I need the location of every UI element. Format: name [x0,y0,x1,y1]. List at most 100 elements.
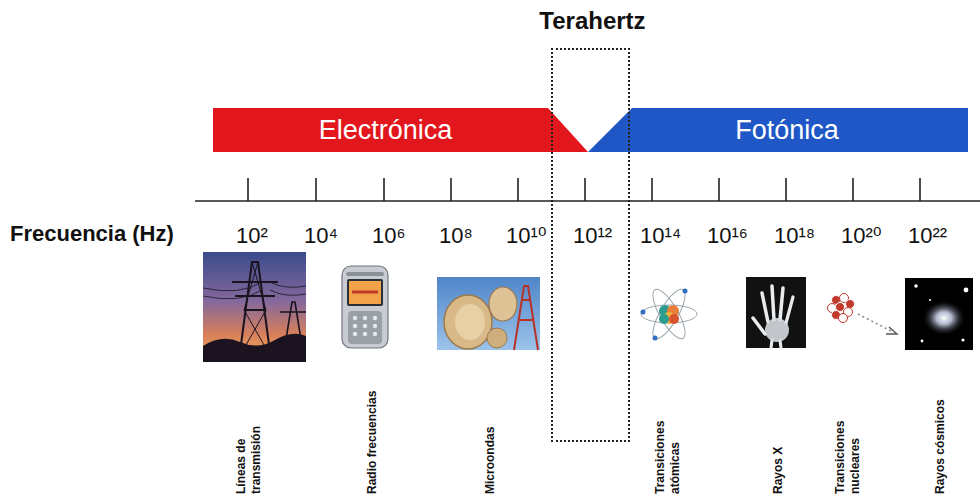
atom-icon [669,314,679,324]
tick-mark [919,178,921,201]
tick-label: 10¹⁸ [774,222,815,250]
mobile-phone-icon [373,324,377,328]
cosmic-rays-photo [905,278,973,350]
cosmic-rays-photo [921,340,924,343]
tick-mark [517,178,519,201]
mobile-phone-icon [363,324,367,328]
cosmic-rays-photo [961,338,964,341]
microwave-antennas-photo [455,304,485,340]
xray-hand-photo [762,293,768,322]
atom-icon [647,285,691,342]
mobile-phone-icon [347,279,383,306]
band-label: Electrónica [319,114,453,146]
transmission-lines-photo [203,334,306,362]
cosmic-rays-photo [905,278,973,350]
mobile-phone-icon [353,316,377,336]
band-fill [588,108,968,152]
electronics-band: Electrónica [213,108,590,152]
mobile-phone-icon [353,324,357,328]
mobile-phone-icon [346,272,384,276]
xray-hand-photo [753,286,793,348]
tick-label: 10² [236,222,268,250]
terahertz-region: Terahertz [551,48,630,442]
mobile-phone-icon [352,291,378,294]
mobile-phone-icon [363,332,367,336]
cosmic-rays-photo [929,299,931,301]
mobile-phone-icon [349,281,381,304]
nucleus-icon [828,294,898,335]
tick-mark [718,178,720,201]
tick-label: 10¹⁴ [640,222,681,250]
category-label: Microondas [483,427,498,494]
tick-label: 10⁶ [372,222,406,250]
atom-icon [641,305,697,323]
xray-hand-photo [746,277,806,348]
xray-hand-photo [780,288,783,320]
microwave-antennas-photo [437,277,540,350]
mobile-phone-icon [353,316,357,320]
microwave-antennas-photo [514,286,538,350]
photonics-band: Fotónica [588,108,968,152]
tick-label: 10⁸ [439,222,473,250]
tick-mark [383,178,385,201]
nucleus-icon [839,314,848,323]
nucleus-icon [858,314,893,332]
atom-icon [683,289,688,294]
axis-title: Frecuencia (Hz) [10,220,174,248]
frequency-axis [195,178,980,201]
transmission-lines-photo [203,252,306,362]
cosmic-rays-photo [914,284,918,288]
mobile-phone-icon [353,332,357,336]
atom-icon [653,336,658,341]
xray-hand-photo [765,318,789,342]
mobile-phone-icon [363,316,367,320]
tick-mark [785,178,787,201]
tick-label: 10²² [908,222,947,250]
tick-label: 10¹² [573,222,612,250]
tick-mark [584,178,586,201]
xray-hand-photo [772,286,774,320]
band-fill [213,108,588,152]
tick-label: 10¹⁰ [506,222,547,250]
microwave-antennas-photo [487,328,507,348]
category-label: Líneas de transmisión [234,416,264,494]
mobile-phone-icon [348,311,382,344]
tick-label: 10¹⁶ [707,222,748,250]
tick-label: 10⁴ [304,222,338,250]
category-label: Transiciones atómicas [653,410,683,494]
xray-hand-photo [746,277,806,348]
transmission-lines-photo [242,262,268,352]
tick-mark [247,178,249,201]
mobile-phone-icon [342,266,388,348]
mobile-phone-icon [373,332,377,336]
category-label: Radio frecuencias [365,391,380,494]
xray-hand-photo [753,318,765,334]
microwave-antennas-photo [437,277,540,350]
mobile-phone-icon [342,266,388,348]
tick-label: 10²⁰ [841,222,882,250]
nucleus-icon [886,327,897,334]
xray-hand-photo [786,297,793,323]
band-label: Fotónica [735,114,839,146]
mobile-phone-icon [373,316,377,320]
category-label: Rayos X [771,447,786,494]
transmission-lines-photo [240,262,270,352]
microwave-antennas-photo [489,287,517,321]
atom-icon [659,314,669,324]
cosmic-rays-photo [922,300,966,336]
region-heading: Terahertz [483,6,702,36]
transmission-lines-photo [232,282,278,310]
tick-mark [450,178,452,201]
microwave-antennas-photo [444,295,492,349]
category-label: Transiciones nucleares [833,410,863,494]
axis-line [195,200,980,202]
tick-mark [651,178,653,201]
atom-icon [647,285,691,342]
atom-icon [641,310,646,315]
tick-mark [852,178,854,201]
tick-mark [315,178,317,201]
cosmic-rays-photo [964,288,969,293]
transmission-lines-photo [203,252,306,362]
atom-icon [641,285,698,342]
